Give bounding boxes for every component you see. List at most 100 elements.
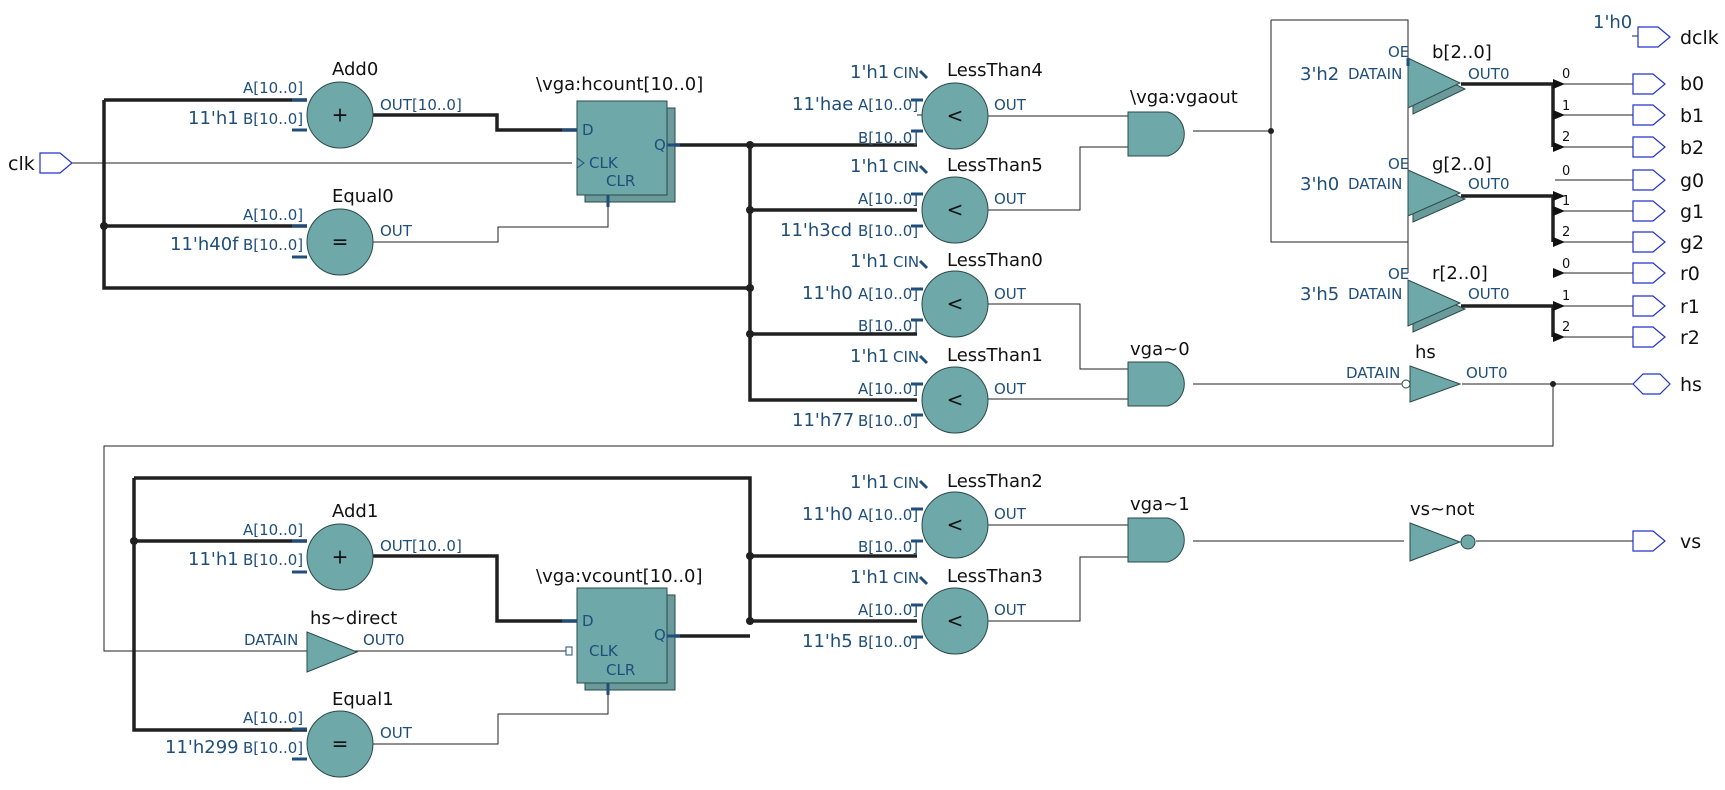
and-gate-vga1[interactable]: vga~1 [1127,494,1190,563]
svg-text:g2: g2 [1680,232,1704,254]
comparator-lessthan3[interactable]: < LessThan3 1'h1 CIN A[10..0] 11'h5 B[10… [802,566,1043,655]
output-port-b0[interactable]: b0 [1632,73,1704,95]
comparator-lessthan1[interactable]: < LessThan1 1'h1 CIN A[10..0] 11'h77 B[1… [792,345,1043,434]
svg-text:<: < [947,292,964,316]
hs-feedback-wire [103,384,1554,652]
comparator-lessthan2[interactable]: < LessThan2 1'h1 CIN 11'h0 A[10..0] B[10… [802,471,1043,559]
svg-text:OUT[10..0]: OUT[10..0] [380,96,462,114]
output-port-hs[interactable]: hs [1632,373,1702,396]
output-port-r1[interactable]: r1 [1632,295,1700,318]
comparator-lessthan4[interactable]: < LessThan4 1'h1 CIN 11'hae A[10..0] B[1… [792,60,1043,150]
svg-text:DATAIN: DATAIN [1348,285,1402,303]
svg-text:r2: r2 [1680,327,1700,349]
svg-text:CIN: CIN [893,569,919,587]
svg-text:1'h1: 1'h1 [850,62,889,83]
vcount-feedback-wire [132,478,307,732]
svg-text:+: + [332,545,349,569]
svg-text:11'h299: 11'h299 [165,737,239,758]
svg-text:OUT: OUT [380,222,413,240]
comparator-equal0[interactable]: = Equal0 A[10..0] 11'h40f B[10..0] OUT [170,186,413,276]
svg-text:0: 0 [1562,164,1570,179]
svg-text:Add0: Add0 [332,59,378,80]
svg-text:3'h0: 3'h0 [1300,174,1339,195]
svg-text:A[10..0]: A[10..0] [243,521,303,539]
svg-text:OUT: OUT [994,380,1027,398]
comparator-lessthan5[interactable]: < LessThan5 1'h1 CIN A[10..0] 11'h3cd B[… [780,155,1043,244]
register-hcount[interactable]: \vga:hcount[10..0] D CLK CLR Q [536,74,703,207]
input-port-clk[interactable]: clk [8,152,73,175]
and-gate-vga0[interactable]: vga~0 [1127,339,1190,407]
svg-text:B[10..0]: B[10..0] [858,222,918,240]
svg-text:r1: r1 [1680,296,1700,318]
lt0-out-wire [985,303,1128,370]
buffer-hs-direct[interactable]: hs~direct DATAIN OUT0 [244,608,405,673]
svg-text:DATAIN: DATAIN [244,631,298,649]
svg-text:<: < [947,388,964,412]
svg-text:0: 0 [1562,257,1570,272]
add0-out-wire [372,113,577,132]
svg-text:Equal0: Equal0 [332,186,394,207]
svg-text:11'h40f: 11'h40f [170,234,239,255]
comparator-lessthan0[interactable]: < LessThan0 1'h1 CIN 11'h0 A[10..0] B[10… [802,250,1043,338]
svg-text:1'h1: 1'h1 [850,251,889,272]
comparator-equal1[interactable]: = Equal1 A[10..0] 11'h299 B[10..0] OUT [165,689,413,778]
svg-text:DATAIN: DATAIN [1348,65,1402,83]
output-port-r0[interactable]: r0 [1632,262,1700,285]
svg-text:LessThan2: LessThan2 [947,471,1043,492]
output-port-b1[interactable]: b1 [1632,104,1704,127]
buffer-hs[interactable]: hs DATAIN OUT0 [1346,342,1508,403]
svg-text:Q: Q [654,136,666,154]
bus-bit-labels: 0 1 2 0 1 2 0 1 2 [1553,67,1570,342]
svg-text:Add1: Add1 [332,501,378,522]
svg-text:clk: clk [8,153,35,175]
svg-text:b[2..0]: b[2..0] [1432,42,1492,63]
svg-text:OUT0: OUT0 [1468,175,1510,193]
svg-text:11'h77: 11'h77 [792,410,854,431]
svg-text:B[10..0]: B[10..0] [858,538,918,556]
tristate-buffer-b[interactable]: b[2..0] OE 3'h2 DATAIN OUT0 [1300,42,1510,115]
and-gate-vgaout[interactable]: \vga:vgaout [1127,87,1238,157]
svg-text:B[10..0]: B[10..0] [243,551,303,569]
svg-text:11'h0: 11'h0 [802,504,853,525]
svg-text:A[10..0]: A[10..0] [858,506,918,524]
svg-text:OE: OE [1388,155,1409,173]
svg-text:1: 1 [1562,289,1570,304]
svg-text:Equal1: Equal1 [332,689,394,710]
output-port-vs[interactable]: vs [1632,530,1701,553]
svg-text:D: D [582,612,594,630]
svg-text:hs~direct: hs~direct [310,608,397,629]
output-port-g0[interactable]: g0 [1632,169,1704,192]
svg-text:vs~not: vs~not [1410,499,1475,520]
adder-add0[interactable]: + Add0 A[10..0] 11'h1 B[10..0] OUT[10..0… [188,59,462,149]
svg-text:OE: OE [1388,43,1409,61]
svg-text:<: < [947,513,964,537]
svg-text:r[2..0]: r[2..0] [1432,263,1488,284]
svg-text:3'h5: 3'h5 [1300,284,1339,305]
svg-text:<: < [947,104,964,128]
adder-add1[interactable]: + Add1 A[10..0] 11'h1 B[10..0] OUT[10..0… [188,501,462,591]
svg-text:LessThan4: LessThan4 [947,60,1043,81]
tristate-buffer-g[interactable]: g[2..0] OE 3'h0 DATAIN OUT0 [1300,154,1510,223]
svg-text:11'h3cd: 11'h3cd [780,220,852,241]
svg-text:1'h0: 1'h0 [1593,12,1632,33]
svg-text:1'h1: 1'h1 [850,472,889,493]
inverter-vs-not[interactable]: vs~not [1409,499,1476,562]
output-port-dclk[interactable]: 1'h0 dclk [1593,12,1719,49]
svg-text:OE: OE [1388,265,1409,283]
register-vcount[interactable]: \vga:vcount[10..0] D CLK CLR Q [536,566,703,695]
svg-text:<: < [947,609,964,633]
output-port-g1[interactable]: g1 [1632,200,1704,223]
output-port-b2[interactable]: b2 [1632,136,1704,159]
svg-text:11'h1: 11'h1 [188,549,239,570]
svg-text:B[10..0]: B[10..0] [243,739,303,757]
svg-text:3'h2: 3'h2 [1300,64,1339,85]
svg-text:LessThan5: LessThan5 [947,155,1043,176]
svg-text:vga~0: vga~0 [1130,339,1190,360]
output-port-g2[interactable]: g2 [1632,231,1704,254]
svg-text:OUT: OUT [994,190,1027,208]
svg-text:11'h5: 11'h5 [802,631,853,652]
tristate-buffer-r[interactable]: r[2..0] OE 3'h5 DATAIN OUT0 [1300,263,1510,333]
svg-text:g1: g1 [1680,201,1704,223]
svg-text:11'h1: 11'h1 [188,108,239,129]
output-port-r2[interactable]: r2 [1632,326,1700,349]
